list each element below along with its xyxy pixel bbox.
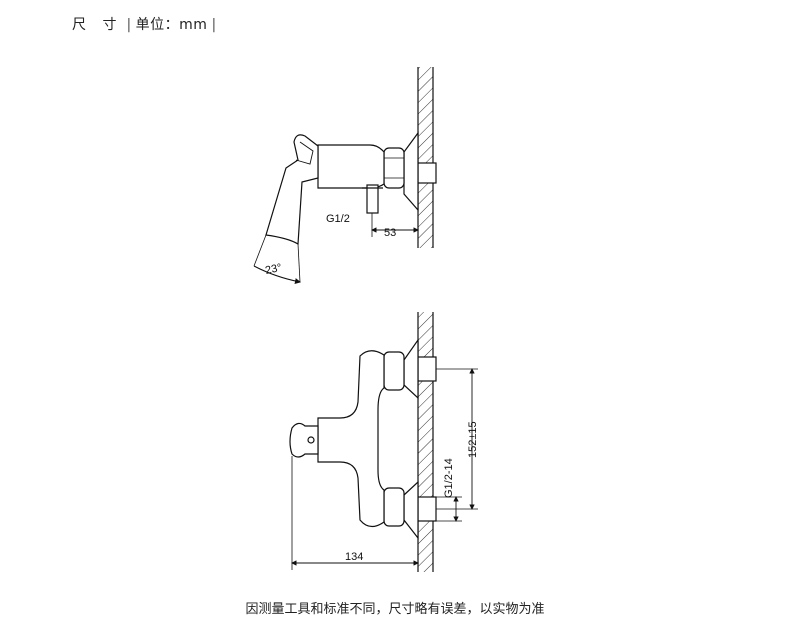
header-divider: |: [126, 17, 132, 33]
wall-hatching-front: [418, 312, 433, 572]
pipe-stub-upper: [417, 356, 437, 382]
header-divider-end: |: [211, 17, 217, 33]
outlet-pipe-top: [366, 184, 379, 214]
label-thread-top: G1/2: [326, 213, 350, 225]
angle-arc: [253, 265, 301, 284]
footer-note: 因测量工具和标准不同，尺寸略有误差，以实物为准: [245, 602, 545, 617]
nut-lower: [383, 487, 405, 527]
label-length-134: 134: [345, 551, 363, 563]
lever-handle-top: [265, 134, 319, 246]
valve-body-top: [317, 144, 385, 189]
wall-pipe-stub-top: [417, 162, 437, 184]
header-unit: 单位：mm: [135, 17, 208, 33]
nut-top: [383, 147, 405, 189]
label-angle: 23°: [264, 262, 283, 277]
label-centers: 152±15: [467, 421, 479, 458]
pipe-stub-lower: [417, 496, 437, 522]
front-view: [289, 312, 478, 572]
nut-upper: [383, 351, 405, 391]
label-thread-front: G1/2-14: [443, 458, 455, 498]
escutcheon-top: [403, 131, 419, 212]
escutcheon-lower: [403, 480, 419, 540]
top-view: [253, 67, 437, 284]
header-title: 尺 寸: [72, 17, 123, 33]
lever-handle-front: [289, 422, 319, 458]
dimensions-header: 尺 寸|单位：mm|: [72, 14, 221, 34]
wall-hatching-top: [418, 67, 433, 248]
escutcheon-upper: [403, 338, 419, 400]
label-offset-53: 53: [384, 227, 396, 239]
valve-body-front: [317, 350, 385, 528]
